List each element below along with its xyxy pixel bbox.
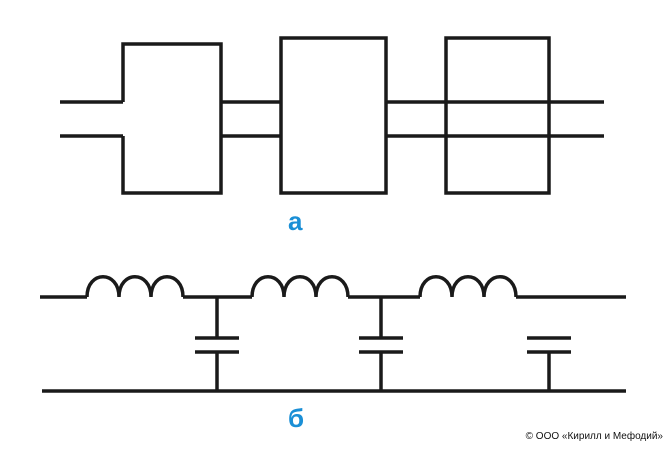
block-2 bbox=[279, 36, 388, 195]
block-1 bbox=[121, 42, 223, 195]
lc-ladder-b bbox=[40, 275, 626, 393]
label-a: а bbox=[288, 206, 303, 236]
capacitor-1 bbox=[195, 297, 239, 391]
inductor-2 bbox=[250, 275, 350, 298]
inductor-1 bbox=[85, 275, 185, 298]
block-3 bbox=[444, 36, 551, 195]
label-b: б bbox=[288, 403, 305, 433]
block-diagram-a bbox=[60, 36, 604, 195]
copyright: © ООО «Кирилл и Мефодий» bbox=[525, 431, 663, 442]
inductor-3 bbox=[418, 275, 518, 298]
capacitor-3 bbox=[527, 336, 571, 391]
capacitor-2 bbox=[359, 297, 403, 391]
